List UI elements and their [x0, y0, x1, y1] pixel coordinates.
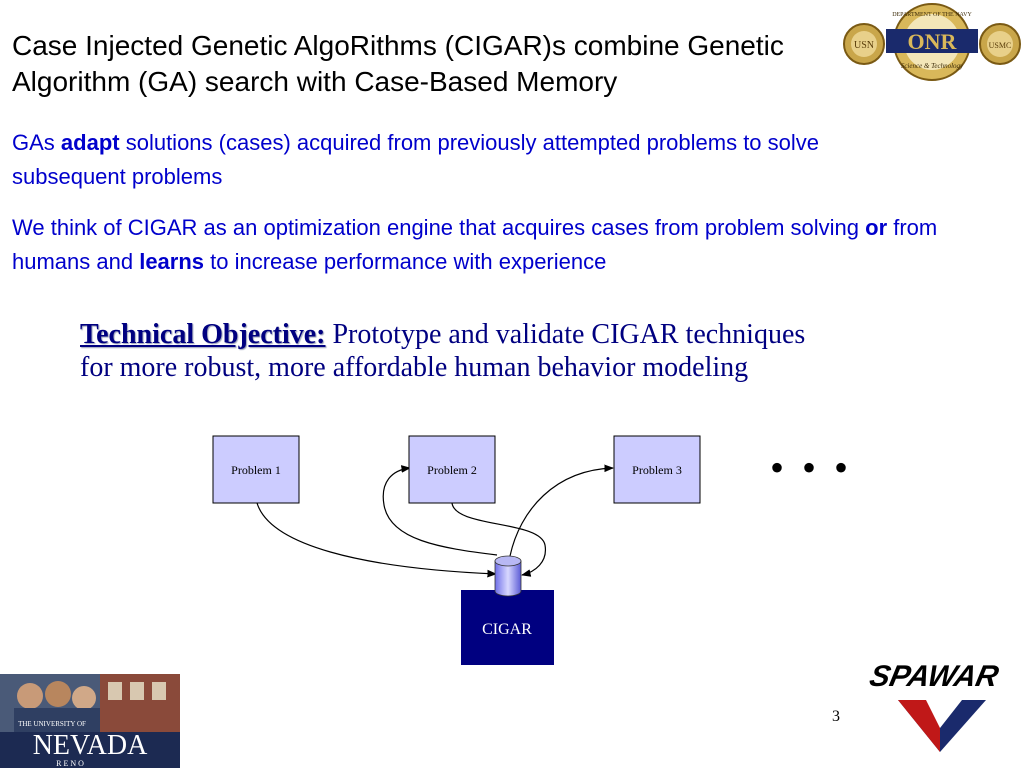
unr-logo-image: THE UNIVERSITY OF NEVADA R E N O: [0, 674, 180, 768]
cigar-box: [461, 590, 554, 665]
unr-sub: R E N O: [56, 759, 84, 768]
case-memory-cylinder-icon: [494, 555, 522, 597]
cigar-engine-bold-or: or: [865, 215, 888, 240]
unr-logo: THE UNIVERSITY OF NEVADA R E N O: [0, 674, 180, 768]
cigar-engine-part3: to increase performance with experience: [204, 249, 607, 274]
onr-logo: USN USMC DEPARTMENT OF THE NAVY ONR Scie…: [843, 3, 1021, 81]
technical-objective-label: Technical Objective:: [80, 319, 326, 350]
spawar-logo: SPAWAR: [867, 660, 1002, 752]
edge-cigar-to-problem3: [509, 464, 614, 557]
edge-cigar-to-problem2: [382, 465, 498, 556]
onr-footer-text: Science & Technology: [901, 62, 964, 70]
problem-node-2-label: Problem 2: [427, 463, 477, 477]
onr-letters: ONR: [908, 29, 958, 54]
ga-adapt-prefix: GAs: [12, 130, 61, 155]
problem-node-3-label: Problem 3: [632, 463, 682, 477]
unr-top-text: THE UNIVERSITY OF: [18, 720, 86, 728]
problem-node-1-label: Problem 1: [231, 463, 281, 477]
spawar-text: SPAWAR: [867, 660, 1002, 693]
problem-node-3: [613, 435, 701, 504]
cigar-label: CIGAR: [482, 621, 532, 638]
ga-adapt-suffix: solutions (cases) acquired from previous…: [12, 130, 820, 189]
page-number: 3: [832, 708, 840, 725]
onr-left-seal-text: USN: [854, 40, 874, 51]
onr-banner-text: DEPARTMENT OF THE NAVY: [892, 12, 972, 18]
continuation-ellipsis: • • •: [770, 445, 853, 490]
ga-adapt-bold: adapt: [60, 130, 120, 155]
unr-name: NEVADA: [33, 730, 148, 761]
problem-node-1: [212, 435, 300, 504]
problem-node-2: [408, 435, 496, 504]
cigar-engine-part1: We think of CIGAR as an optimization eng…: [12, 215, 866, 240]
cigar-engine-paragraph: We think of CIGAR as an optimization eng…: [12, 211, 972, 279]
edge-problem1-to-cigar: [256, 502, 497, 578]
slide-title: Case Injected Genetic AlgoRithms (CIGAR)…: [12, 30, 784, 97]
technical-objective: Technical Objective: Prototype and valid…: [80, 318, 840, 384]
onr-right-seal-text: USMC: [989, 41, 1012, 50]
cigar-engine-bold-learns: learns: [139, 249, 205, 274]
ga-adapt-paragraph: GAs adapt solutions (cases) acquired fro…: [12, 126, 872, 194]
edge-problem2-to-cigar: [451, 502, 547, 577]
cigar-engine-part2: from humans and: [12, 215, 938, 274]
technical-objective-text: Prototype and validate CIGAR techniques …: [80, 319, 806, 383]
